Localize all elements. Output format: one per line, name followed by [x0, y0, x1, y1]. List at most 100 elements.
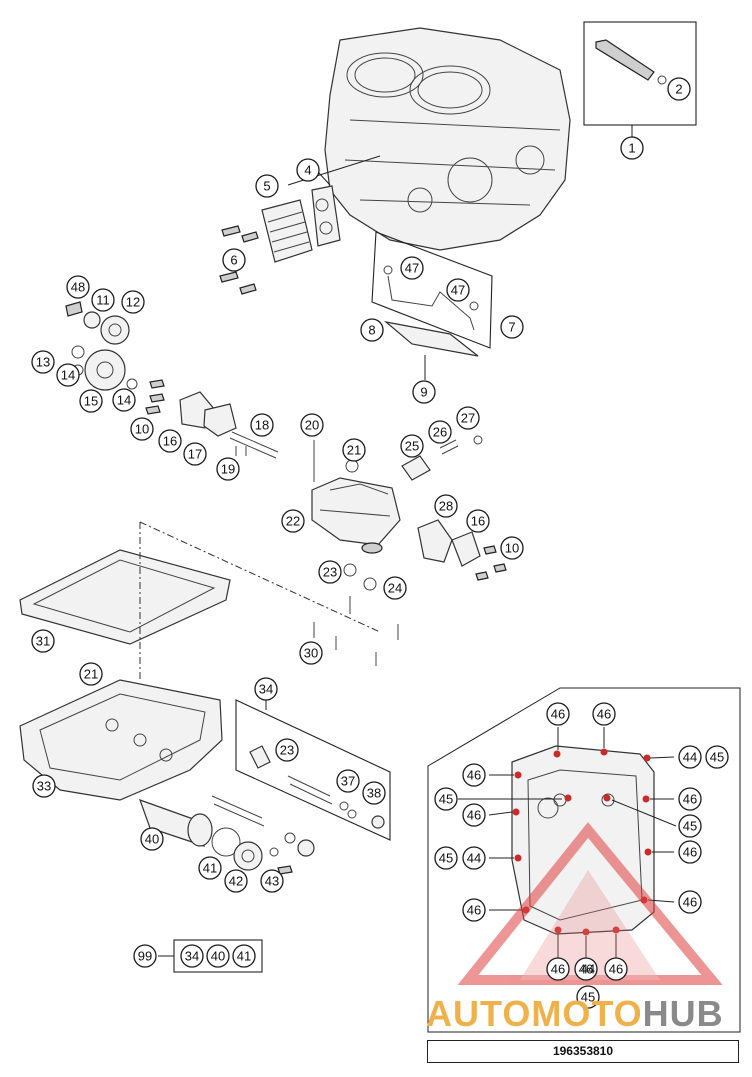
callout-22: 22: [281, 509, 305, 533]
oil-filter-illustration: [139, 795, 315, 875]
callout-20: 20: [300, 413, 324, 437]
callout-8: 8: [360, 318, 384, 342]
callout-14a: 14: [56, 363, 80, 387]
oil-pan-gasket-illustration: [19, 521, 381, 680]
svg-text:41: 41: [237, 949, 251, 964]
callout-21b: 21: [79, 662, 103, 686]
svg-text:47: 47: [405, 261, 419, 276]
svg-text:45: 45: [439, 851, 453, 866]
callout-21a: 21: [342, 438, 366, 462]
svg-text:11: 11: [96, 293, 110, 308]
inset-callout: 46: [462, 763, 486, 787]
callout-30: 30: [299, 641, 323, 665]
svg-text:31: 31: [36, 634, 50, 649]
svg-text:2: 2: [675, 82, 682, 97]
svg-text:26: 26: [433, 425, 447, 440]
callout-24: 24: [383, 576, 407, 600]
svg-text:21: 21: [84, 667, 98, 682]
svg-text:40: 40: [145, 832, 159, 847]
svg-text:45: 45: [439, 792, 453, 807]
inset-callout: 46: [678, 840, 702, 864]
svg-text:46: 46: [597, 707, 611, 722]
inset-callout: 46: [546, 957, 570, 981]
oil-pump-housing-illustration: [311, 435, 483, 591]
svg-text:24: 24: [388, 581, 402, 596]
callout-7: 7: [500, 315, 524, 339]
svg-text:45: 45: [710, 750, 724, 765]
inset-callout: 45: [434, 787, 458, 811]
svg-text:43: 43: [265, 874, 279, 889]
inset-callout: 46: [462, 898, 486, 922]
callout-12: 12: [121, 290, 145, 314]
inset-callout: 46: [678, 787, 702, 811]
watermark-logo: [457, 822, 723, 985]
callout-26: 26: [428, 420, 452, 444]
svg-text:12: 12: [126, 295, 140, 310]
svg-text:16: 16: [163, 434, 177, 449]
svg-text:17: 17: [188, 447, 202, 462]
svg-text:10: 10: [505, 541, 519, 556]
svg-text:1: 1: [628, 141, 635, 156]
kit-item-34: 34: [180, 944, 204, 968]
watermark-text-part1: AUTOMOTO: [426, 993, 643, 1034]
inset-callout: 46: [546, 702, 570, 726]
inset-callout: 44: [678, 745, 702, 769]
kit-item-41: 41: [232, 944, 256, 968]
callout-16a: 16: [158, 429, 182, 453]
callout-37: 37: [336, 769, 360, 793]
svg-text:44: 44: [683, 750, 697, 765]
svg-text:13: 13: [36, 355, 50, 370]
callout-42: 42: [224, 869, 248, 893]
svg-text:21: 21: [347, 443, 361, 458]
svg-text:7: 7: [508, 320, 515, 335]
crankcase-illustration: [324, 27, 571, 251]
watermark-text-part2: HUB: [642, 993, 724, 1034]
callout-17: 17: [183, 442, 207, 466]
callout-25: 25: [400, 434, 424, 458]
svg-text:99: 99: [138, 949, 152, 964]
svg-text:47: 47: [451, 283, 465, 298]
callout-16b: 16: [466, 509, 490, 533]
svg-text:34: 34: [185, 949, 199, 964]
svg-text:4: 4: [304, 163, 311, 178]
callout-10a: 10: [130, 417, 154, 441]
svg-text:14: 14: [117, 393, 131, 408]
callout-33: 33: [32, 774, 56, 798]
callout-2: 2: [667, 77, 691, 101]
inset-callout: 44: [462, 846, 486, 870]
callout-18: 18: [250, 413, 274, 437]
callout-34: 34: [254, 677, 278, 701]
svg-text:16: 16: [471, 514, 485, 529]
svg-text:46: 46: [467, 808, 481, 823]
callout-38: 38: [362, 781, 386, 805]
svg-text:30: 30: [304, 646, 318, 661]
svg-text:33: 33: [37, 779, 51, 794]
callout-23b: 23: [275, 738, 299, 762]
callout-40: 40: [140, 827, 164, 851]
callout-13: 13: [31, 350, 55, 374]
inset-callout: 45: [576, 985, 600, 1009]
inset-callout: 45: [434, 846, 458, 870]
svg-text:28: 28: [439, 499, 453, 514]
callout-23a: 23: [318, 560, 342, 584]
svg-text:46: 46: [579, 962, 593, 977]
svg-text:9: 9: [420, 385, 427, 400]
svg-text:44: 44: [467, 851, 481, 866]
svg-text:46: 46: [467, 903, 481, 918]
svg-text:23: 23: [280, 743, 294, 758]
inset-callout: 44: [581, 962, 595, 977]
svg-text:46: 46: [551, 962, 565, 977]
inset-callout: 46: [592, 702, 616, 726]
oil-pan-illustration: [19, 679, 223, 801]
callout-47b: 47: [446, 278, 470, 302]
svg-text:15: 15: [84, 394, 98, 409]
callout-43: 43: [260, 869, 284, 893]
callout-19: 19: [216, 457, 240, 481]
kit-ref-callout: 99: [133, 944, 157, 968]
callout-11: 11: [91, 288, 115, 312]
dowel-sleeve-group: [583, 21, 697, 140]
svg-text:46: 46: [683, 845, 697, 860]
inset-callout: 46: [604, 957, 628, 981]
callout-10b: 10: [500, 536, 524, 560]
